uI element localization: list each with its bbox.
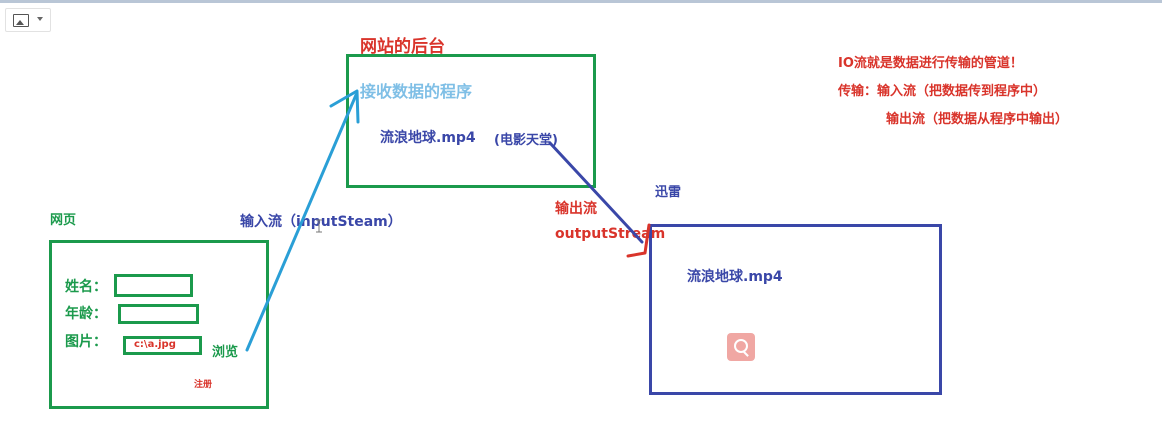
webpage-box: [49, 240, 269, 409]
name-field[interactable]: [114, 274, 193, 297]
browse-button[interactable]: 浏览: [212, 345, 239, 360]
xunlei-box: [649, 224, 942, 395]
input-stream-label: 输入流（inputSteam）: [240, 214, 402, 230]
image-path-value: c:\a.jpg: [134, 339, 176, 350]
backend-box: [346, 54, 596, 188]
note-line-1: IO流就是数据进行传输的管道！: [838, 56, 1023, 71]
image-label: 图片：: [65, 334, 107, 350]
name-label: 姓名：: [65, 279, 107, 295]
insert-image-button[interactable]: [5, 8, 51, 32]
backend-title: 网站的后台: [360, 37, 445, 57]
xunlei-file-name: 流浪地球.mp4: [687, 269, 783, 285]
output-stream-arrow: [548, 141, 651, 258]
text-cursor: [316, 219, 322, 233]
xunlei-title: 迅雷: [655, 185, 682, 200]
register-button[interactable]: 注册: [194, 380, 213, 390]
chevron-down-icon: [37, 17, 43, 21]
image-icon: [13, 14, 29, 27]
search-icon[interactable]: [727, 333, 755, 361]
note-line-3: 输出流（把数据从程序中输出）: [886, 112, 1069, 127]
backend-file-source: (电影天堂): [494, 133, 558, 148]
top-border: [0, 0, 1162, 3]
program-label: 接收数据的程序: [360, 82, 473, 101]
input-stream-arrow: [245, 89, 360, 352]
webpage-title: 网页: [50, 213, 77, 228]
output-stream-label-cn: 输出流: [555, 201, 597, 217]
image-path-field[interactable]: c:\a.jpg: [123, 336, 202, 355]
note-line-2: 传输：输入流（把数据传到程序中）: [838, 84, 1047, 99]
age-label: 年龄：: [65, 306, 107, 322]
age-field[interactable]: [118, 304, 199, 324]
backend-file-name: 流浪地球.mp4: [380, 130, 476, 146]
